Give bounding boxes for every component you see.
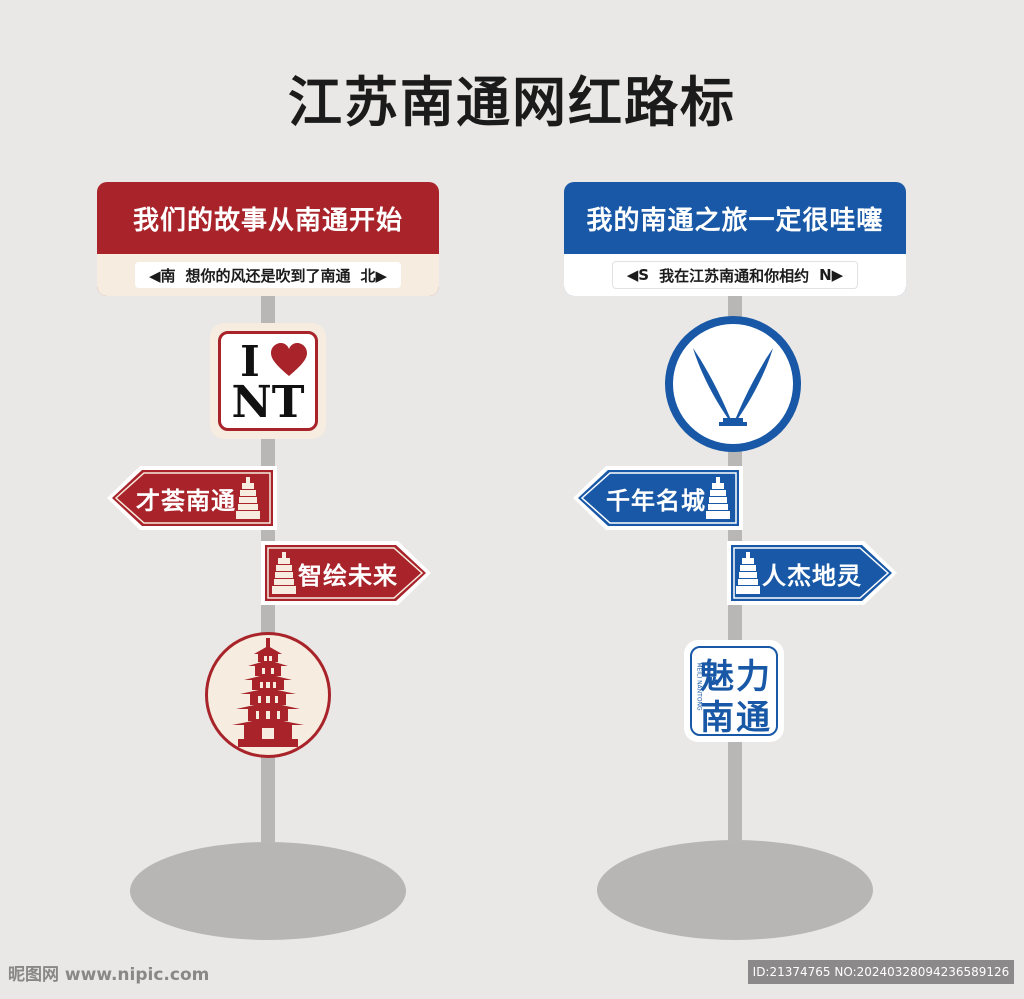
right-header-text: 我的南通之旅一定很哇噻 [586,205,884,236]
left-direction-south: ◀南 [148,266,176,285]
nt-text: NT [231,377,305,428]
wings-icon [693,348,773,426]
charm-nantong-sign [684,640,784,742]
i-love-text: I [240,337,260,386]
arrow-sign-left-blue-shape [573,466,743,530]
watermark-right: ID:21374765 NO:20240328094236589126 [748,960,1014,984]
left-header-board: 我们的故事从南通开始 ◀南 想你的风还是吹到了南通 北▶ [97,182,439,296]
right-header-board: 我的南通之旅一定很哇噻 ◀S 我在江苏南通和你相约 N▶ [564,182,906,296]
charm-line-1: 魅力 [700,657,772,697]
heart-icon [271,343,307,376]
i-love-nt-sign: I NT [210,323,326,439]
left-direction-strip: ◀南 想你的风还是吹到了南通 北▶ [97,254,439,296]
pagoda-small-icon [706,477,730,519]
arrow-right-label: 智绘未来 [298,562,398,590]
arrow-sign-right-red-shape [261,541,431,605]
left-ground-shadow [130,842,406,940]
arrow-left-label: 才荟南通 [136,487,236,515]
left-direction-text: 想你的风还是吹到了南通 [185,266,351,285]
right-direction-text: 我在江苏南通和你相约 [659,266,810,285]
pagoda-small-icon [272,552,296,594]
blue-arrow-right-label: 人杰地灵 [762,562,862,590]
arrow-sign-right-blue-shape [727,541,897,605]
pagoda-small-icon [236,477,260,519]
watermark-left: 昵图网 www.nipic.com [8,965,210,985]
left-header-text: 我们的故事从南通开始 [132,205,403,236]
right-direction-strip: ◀S 我在江苏南通和你相约 N▶ [564,254,906,296]
right-direction-north: N▶ [819,266,844,284]
charm-nantong-frame [690,646,778,736]
right-direction-south: ◀S [626,266,650,284]
pagoda-icon [232,638,304,747]
pagoda-small-icon [736,552,760,594]
left-direction-north: 北▶ [360,266,388,285]
blue-arrow-left-label: 千年名城 [606,487,706,515]
arrow-sign-left-red-shape [107,466,277,530]
charm-line-2: 南通 [700,698,772,738]
right-ground-shadow [597,840,873,940]
page-title: 江苏南通网红路标 [288,71,736,134]
charm-vertical-text: MEILI NANTONG [695,662,703,711]
